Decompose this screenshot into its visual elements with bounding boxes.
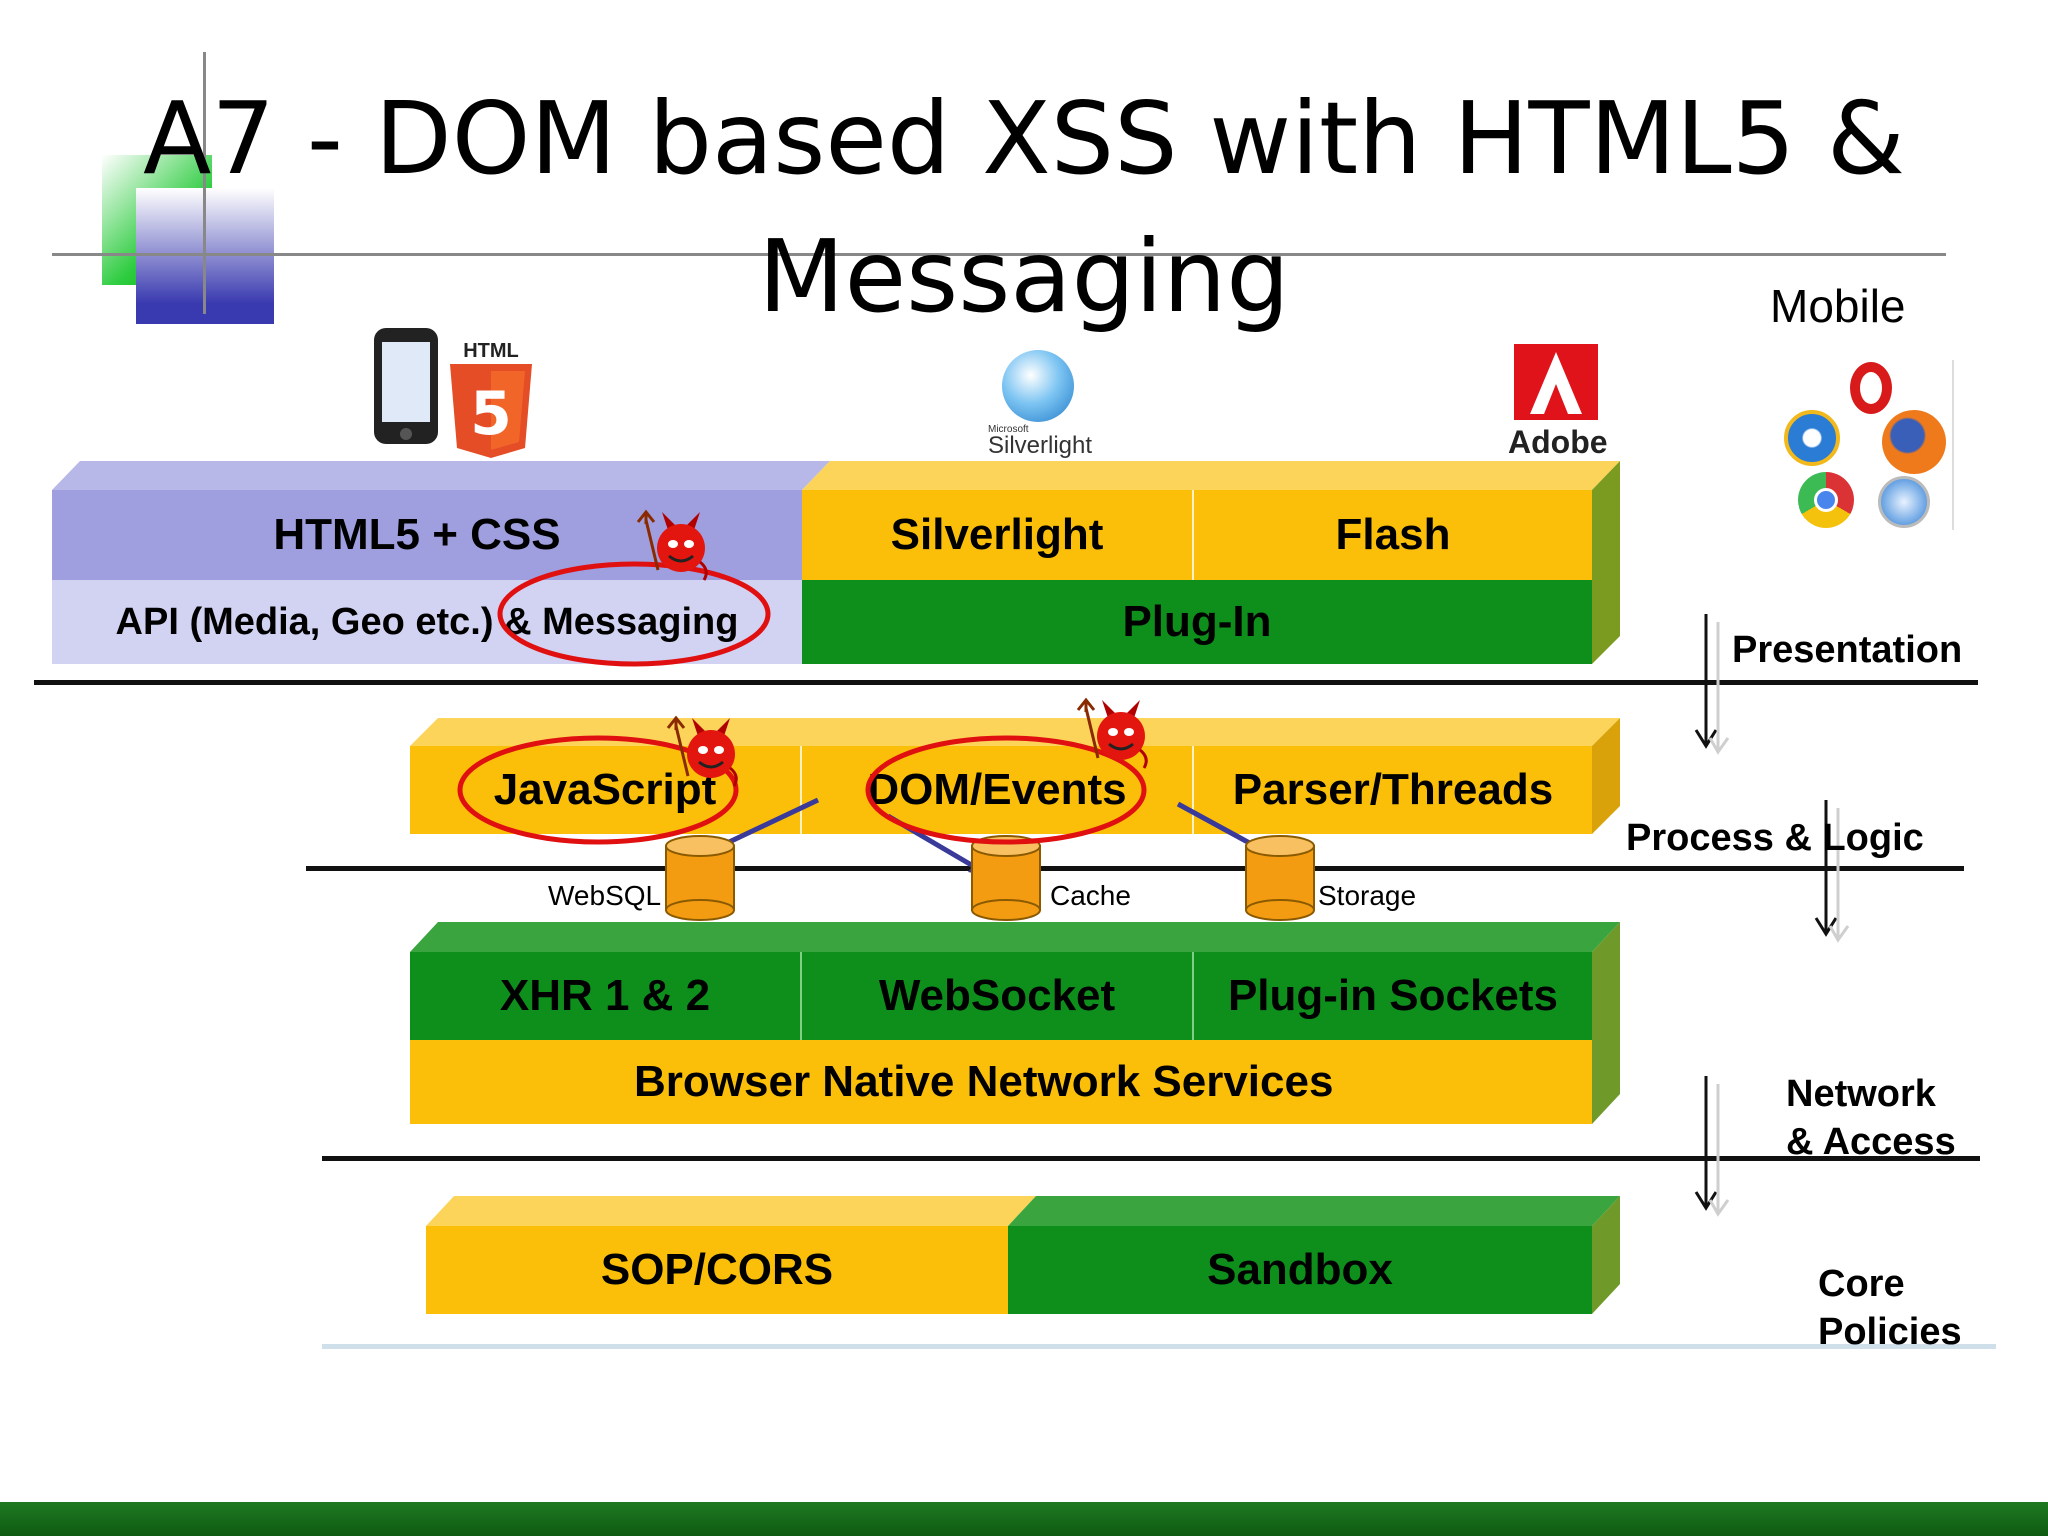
logic-separator [306,866,1964,871]
adobe-icon [1514,344,1598,420]
adobe-caption: Adobe [1508,424,1608,460]
sandbox-block: Sandbox [1008,1226,1592,1314]
javascript-block: JavaScript [410,746,802,834]
decor-vertical-line [203,52,206,314]
network-access-label-line1: Network [1786,1073,1936,1115]
mobile-label: Mobile [1770,280,1906,332]
presentation-separator [34,680,1978,685]
devil-icon [1076,697,1148,769]
websql-label: WebSQL [548,880,662,911]
process-logic-label: Process & Logic [1626,817,1924,859]
api-messaging-block: API (Media, Geo etc.) & Messaging [52,580,802,664]
plugin-sockets-block: Plug-in Sockets [1194,952,1592,1040]
silverlight-orb-icon [1002,350,1074,422]
flash-block: Flash [1194,490,1592,580]
browser-icons [1778,360,1954,530]
cache-label: Cache [1050,880,1131,911]
footer-bar [0,1502,2048,1536]
devil-icon [666,715,738,787]
network-separator [322,1156,1980,1161]
chrome-icon [1798,472,1854,528]
safari-icon [1878,476,1930,528]
network-access-label-line2: & Access [1786,1121,1956,1163]
adobe-logo: Adobe [1508,344,1608,464]
title-underline [52,253,1946,256]
svg-text:5: 5 [470,379,512,449]
html5-shield-icon: 5 [450,364,532,458]
sop-cors-block: SOP/CORS [426,1226,1008,1314]
core-separator [322,1344,1996,1349]
silverlight-logo: Microsoft Silverlight [984,344,1094,462]
html5-caption: HTML [463,340,519,362]
websql-cylinder-icon [665,835,735,921]
core-policies-label-line1: Core [1818,1263,1905,1305]
xhr-block: XHR 1 & 2 [410,952,802,1040]
phone-icon [374,328,438,444]
silverlight-block: Silverlight [802,490,1194,580]
firefox-icon [1882,410,1946,474]
storage-cylinder-icon [1245,835,1315,921]
ie-icon [1784,410,1840,466]
devil-icon [636,509,708,581]
plugin-block: Plug-In [802,580,1592,664]
native-network-block: Browser Native Network Services [410,1040,1592,1124]
presentation-label: Presentation [1732,629,1963,671]
storage-label: Storage [1318,880,1417,911]
silverlight-caption: Silverlight [988,432,1093,459]
slide-title: A7 - DOM based XSS with HTML5 & Messagin… [143,80,1905,335]
dom-events-block: DOM/Events [802,746,1194,834]
opera-icon [1850,362,1892,414]
websocket-block: WebSocket [802,952,1194,1040]
html5-logo: HTML 5 [448,340,534,460]
core-policies-label-line2: Policies [1818,1311,1962,1353]
parser-threads-block: Parser/Threads [1194,746,1592,834]
